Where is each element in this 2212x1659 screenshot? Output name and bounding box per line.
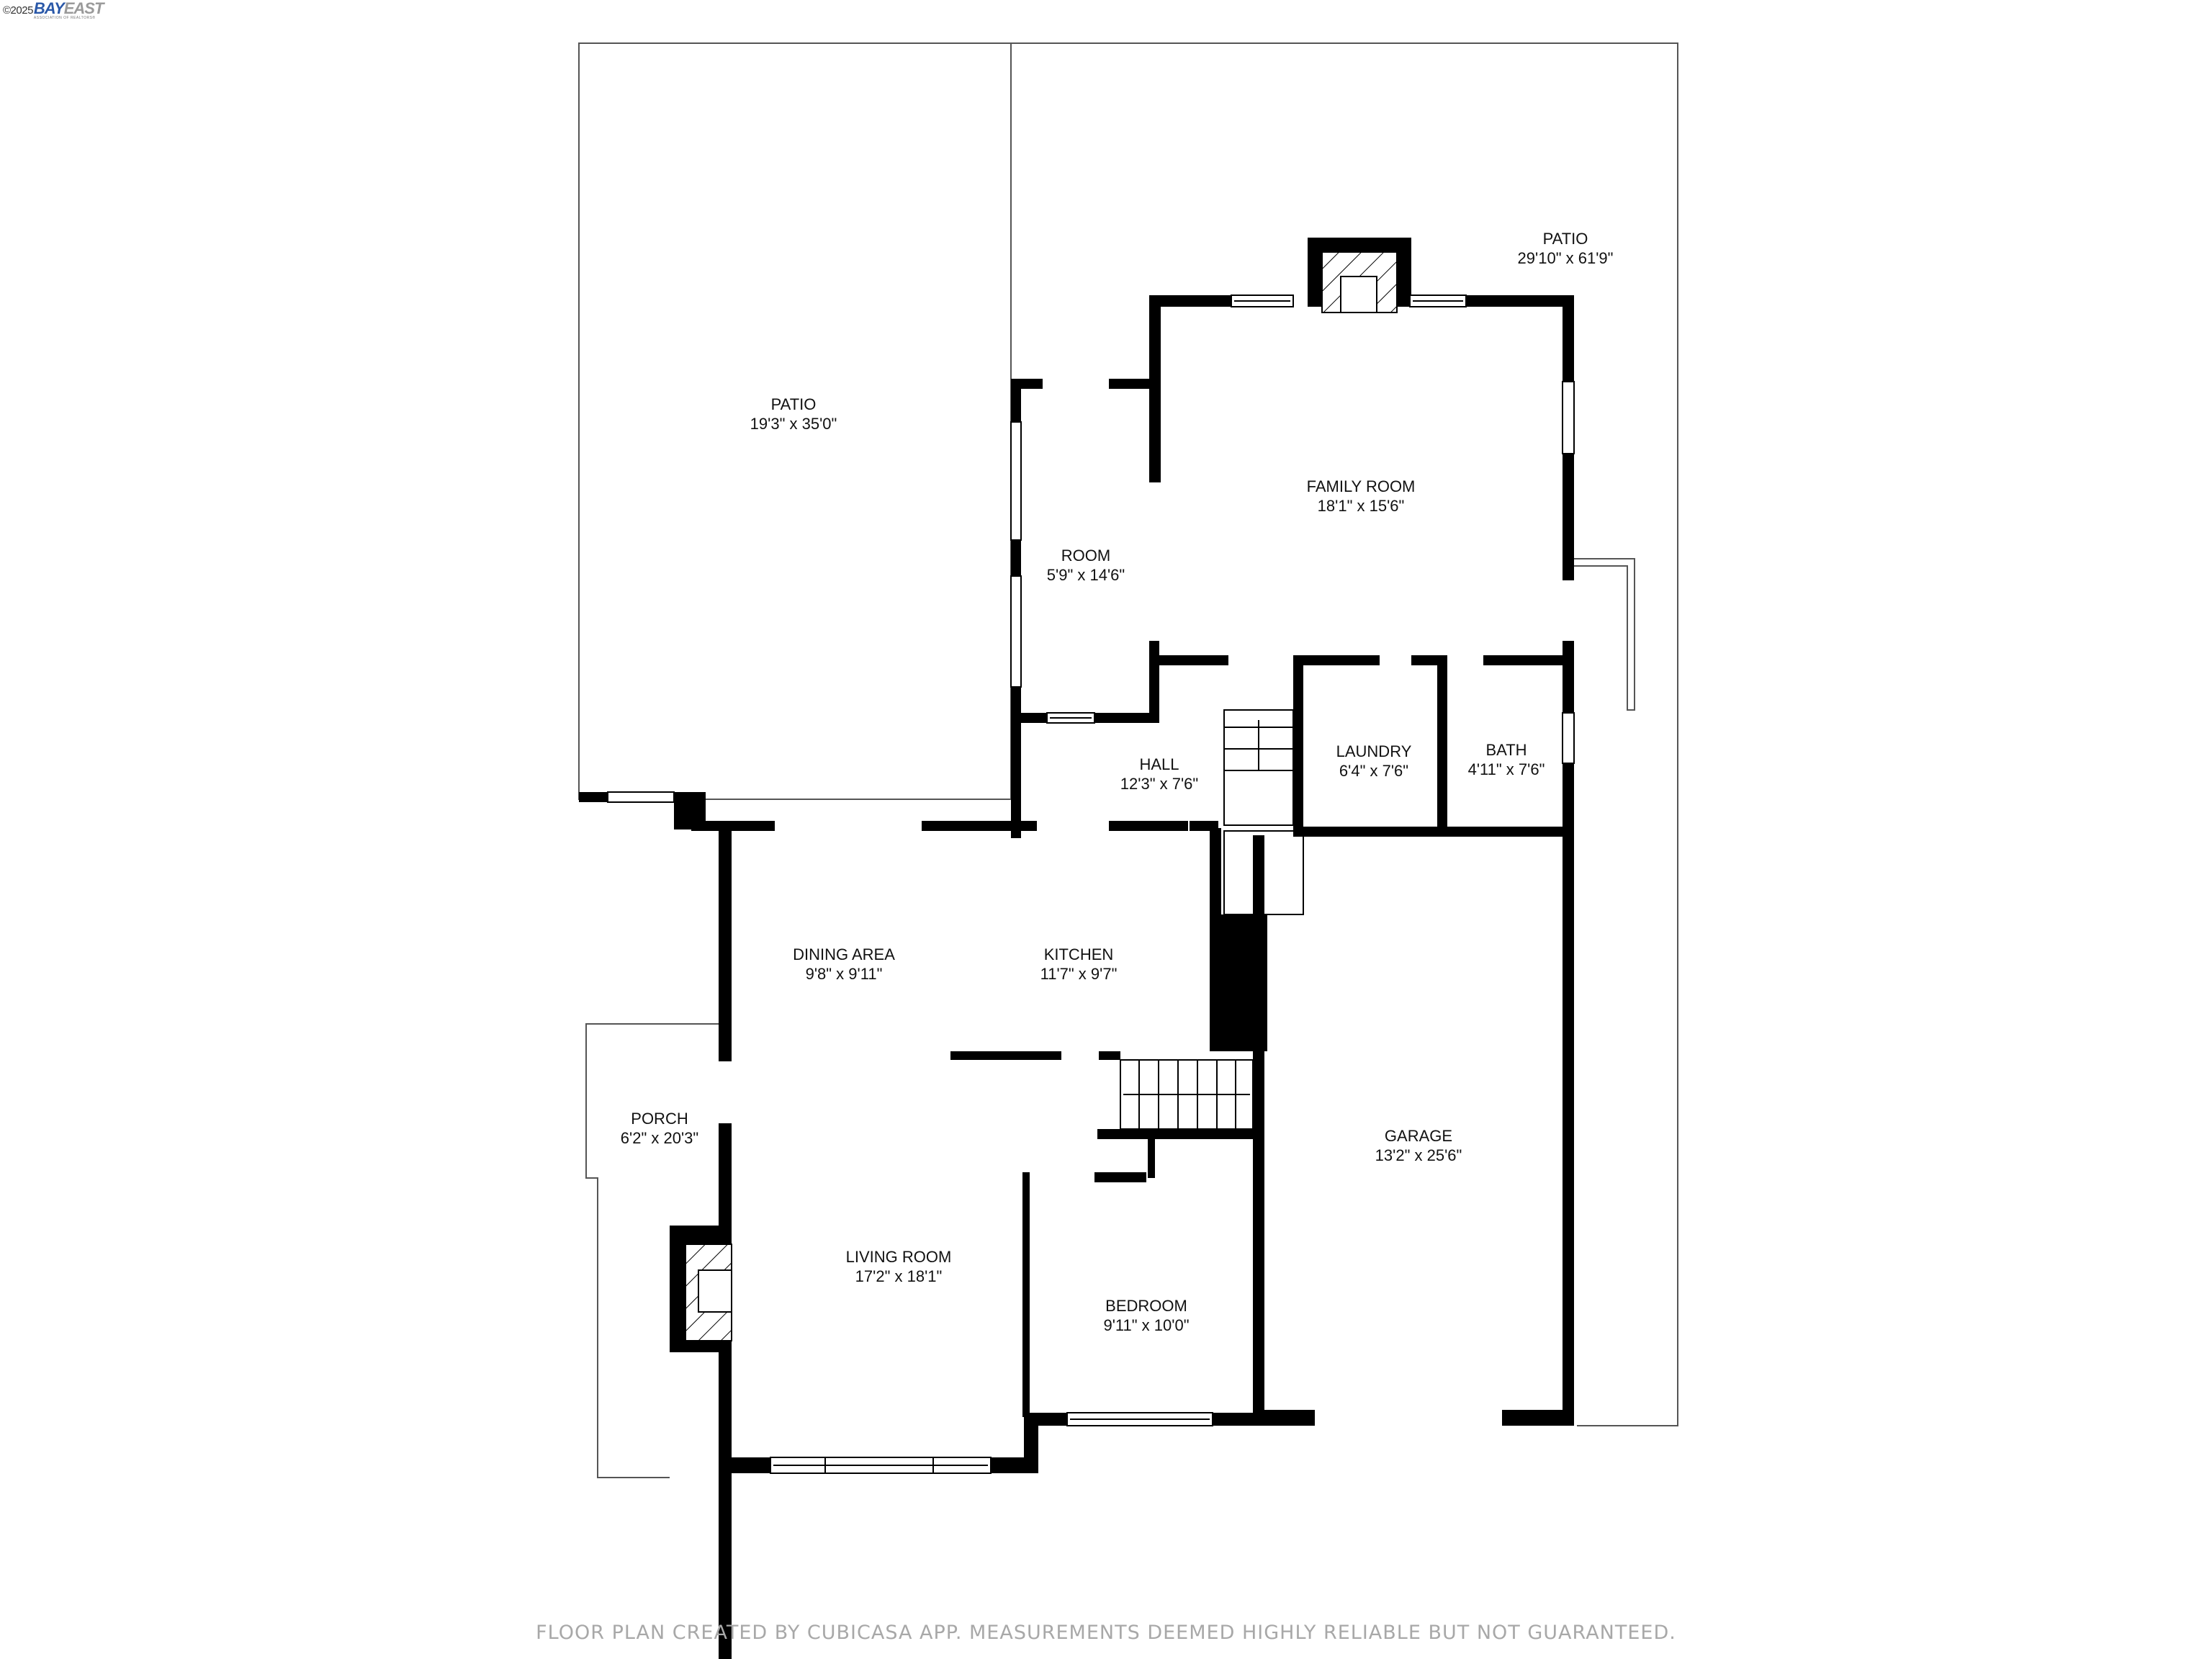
room-name: BEDROOM	[1105, 1297, 1187, 1315]
room-dims: 4'11" x 7'6"	[1467, 760, 1545, 778]
room-name: LAUNDRY	[1336, 742, 1412, 760]
room-label-patio-left: PATIO 19'3" x 35'0"	[750, 395, 837, 433]
room-dims: 11'7" x 9'7"	[1040, 965, 1118, 983]
room-name: LIVING ROOM	[845, 1248, 952, 1266]
room-label-garage: GARAGE 13'2" x 25'6"	[1375, 1126, 1462, 1165]
room-dims: 18'1" x 15'6"	[1317, 497, 1405, 515]
bath-exterior-rail	[1574, 558, 1635, 711]
room-dims: 12'3" x 7'6"	[1120, 775, 1199, 793]
stairs-kitchen	[1120, 1059, 1254, 1130]
porch-outline	[585, 1023, 724, 1478]
room-label-dining-area: DINING AREA 9'8" x 9'11"	[793, 945, 895, 984]
room-dims: 17'2" x 18'1"	[855, 1267, 943, 1285]
patio-right-outline	[1011, 42, 1678, 1426]
fireplace-family-room	[1321, 251, 1398, 313]
room-dims: 5'9" x 14'6"	[1046, 566, 1125, 584]
fireplace-living-room	[685, 1244, 732, 1341]
room-name: HALL	[1139, 755, 1179, 773]
room-dims: 19'3" x 35'0"	[750, 415, 837, 433]
room-dims: 9'8" x 9'11"	[805, 965, 883, 983]
room-dims: 6'2" x 20'3"	[620, 1129, 699, 1147]
room-dims: 13'2" x 25'6"	[1375, 1146, 1462, 1164]
windows	[607, 295, 1575, 1474]
stairs-hall	[1223, 709, 1304, 915]
room-label-room: ROOM 5'9" x 14'6"	[1047, 546, 1125, 585]
room-dims: 29'10" x 61'9"	[1517, 249, 1614, 267]
room-name: KITCHEN	[1043, 945, 1114, 963]
room-dims: 6'4" x 7'6"	[1339, 762, 1409, 780]
brand-tagline: ASSOCIATION OF REALTORS®	[33, 16, 96, 20]
room-name: PATIO	[1542, 230, 1588, 248]
room-label-porch: PORCH 6'2" x 20'3"	[621, 1109, 698, 1148]
room-label-hall: HALL 12'3" x 7'6"	[1120, 755, 1198, 793]
room-name: FAMILY ROOM	[1306, 477, 1416, 495]
room-label-bath: BATH 4'11" x 7'6"	[1468, 740, 1545, 779]
room-name: ROOM	[1061, 547, 1111, 565]
room-label-living-room: LIVING ROOM 17'2" x 18'1"	[846, 1247, 952, 1286]
room-name: PORCH	[631, 1110, 688, 1128]
brand-east: EAST	[63, 0, 104, 17]
room-name: DINING AREA	[793, 945, 895, 963]
room-label-bedroom: BEDROOM 9'11" x 10'0"	[1103, 1296, 1189, 1335]
room-label-family-room: FAMILY ROOM 18'1" x 15'6"	[1307, 477, 1416, 516]
room-label-kitchen: KITCHEN 11'7" x 9'7"	[1040, 945, 1118, 984]
brand-wordmark: BAYEAST ASSOCIATION OF REALTORS®	[33, 0, 104, 21]
room-name: GARAGE	[1384, 1127, 1453, 1145]
room-label-patio-right: PATIO 29'10" x 61'9"	[1518, 229, 1614, 268]
bay-east-logo: ©2025 BAYEAST ASSOCIATION OF REALTORS®	[3, 0, 104, 21]
room-name: BATH	[1485, 741, 1527, 759]
room-dims: 9'11" x 10'0"	[1103, 1316, 1190, 1334]
brand-bay: BAY	[33, 0, 65, 17]
room-label-laundry: LAUNDRY 6'4" x 7'6"	[1336, 742, 1412, 781]
room-name: PATIO	[770, 395, 817, 413]
disclaimer-footer: FLOOR PLAN CREATED BY CUBICASA APP. MEAS…	[536, 1622, 1676, 1644]
copyright-text: ©2025	[3, 4, 33, 17]
